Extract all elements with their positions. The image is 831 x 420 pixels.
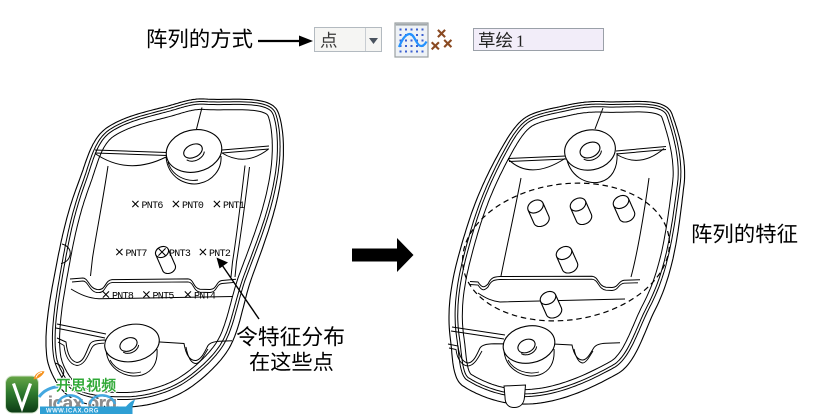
svg-text:PNT0: PNT0: [182, 201, 204, 212]
svg-text:WWW.ICAX.ORG: WWW.ICAX.ORG: [46, 409, 99, 415]
svg-text:PNT6: PNT6: [142, 201, 164, 212]
svg-text:PNT4: PNT4: [194, 292, 216, 303]
svg-text:PNT3: PNT3: [169, 249, 191, 260]
svg-text:PNT5: PNT5: [153, 292, 175, 303]
svg-text:PNT2: PNT2: [209, 249, 231, 260]
svg-text:PNT1: PNT1: [223, 201, 245, 212]
svg-text:PNT8: PNT8: [112, 292, 134, 303]
svg-text:1: 1: [516, 32, 525, 51]
svg-text:PNT7: PNT7: [126, 249, 148, 260]
